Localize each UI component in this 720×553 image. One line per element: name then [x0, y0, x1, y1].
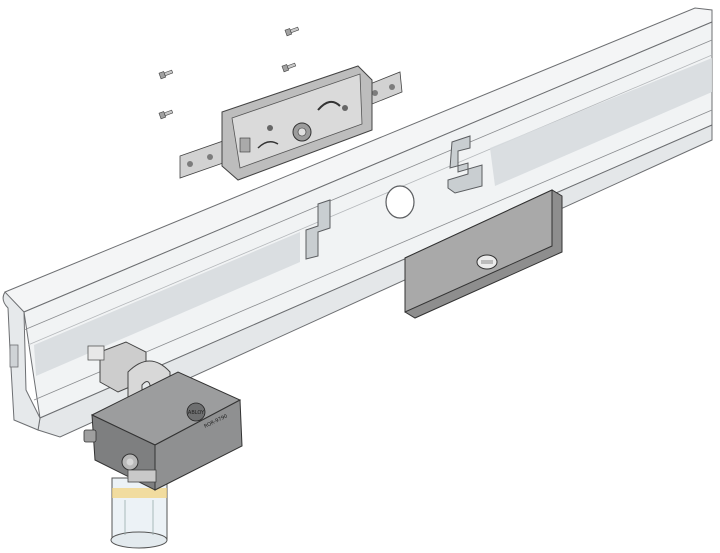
rail-groove-line [23, 39, 713, 331]
pin-cylinder [110, 477, 168, 549]
padlock-brand-badge [186, 402, 206, 422]
lock-case [179, 65, 403, 181]
screw [158, 69, 174, 80]
cover-plate-face [404, 189, 553, 313]
lock-case-left-bar [179, 139, 227, 179]
rail-groove-line [33, 109, 713, 401]
rail-round-hole [385, 185, 415, 219]
rail-groove-line [27, 54, 713, 346]
screw [284, 26, 300, 37]
screw [158, 109, 174, 120]
cover-plate [404, 189, 563, 319]
rail-clip-left [305, 199, 331, 260]
rail-clip-right [447, 135, 483, 194]
padlock-brand-mark: ABLOY [188, 410, 205, 416]
padlock-side-pin [83, 429, 97, 443]
mounting-screws [158, 26, 300, 120]
lock-case-face [231, 73, 363, 169]
rail-inner-slot-left [34, 232, 300, 376]
padlock-unit: ABLOY ROR-9790 [83, 341, 243, 491]
rail-end-slot [9, 344, 19, 368]
screw [281, 62, 297, 73]
rail-inner-slot-right [490, 58, 712, 186]
rail-end-profile [2, 291, 41, 431]
